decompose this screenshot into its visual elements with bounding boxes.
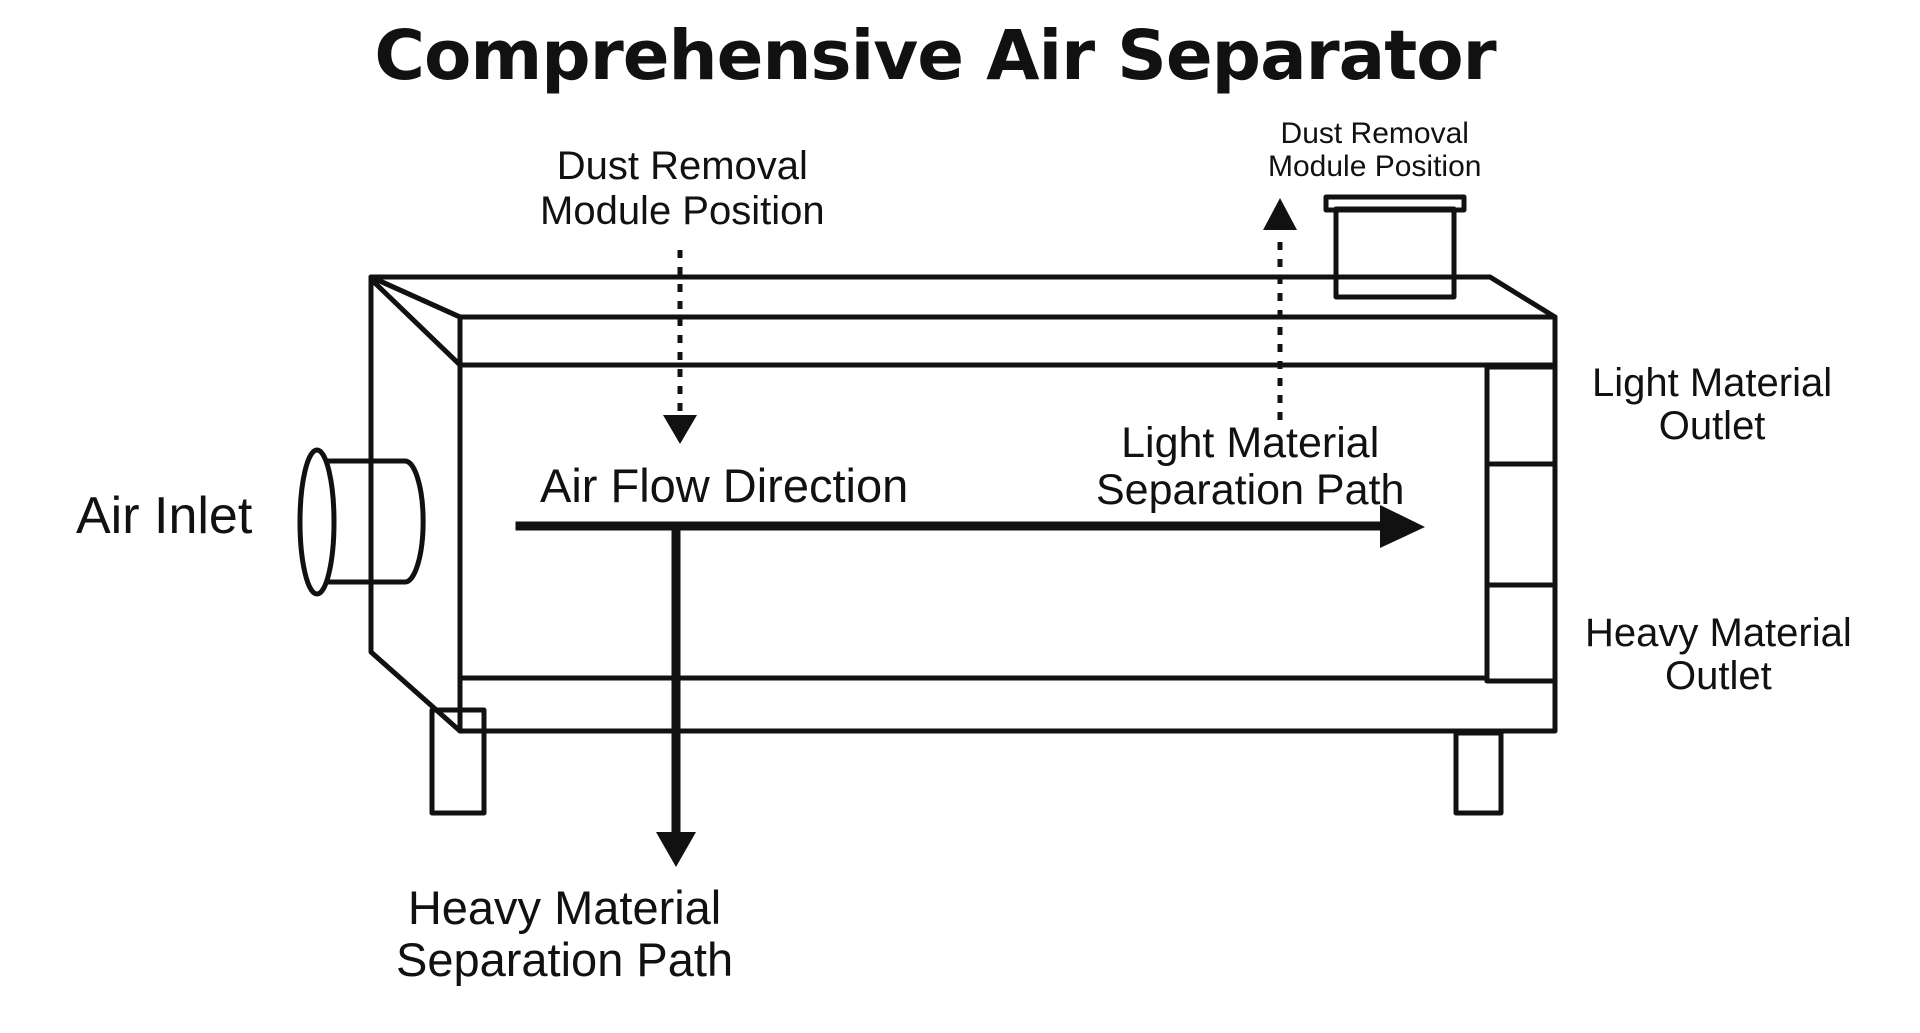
dust-removal-left-label: Dust Removal Module Position (540, 144, 825, 233)
light-material-path-label: Light Material Separation Path (1096, 419, 1405, 515)
heavy-material-path-label: Heavy Material Separation Path (396, 881, 734, 986)
air-inlet-pipe (297, 447, 426, 597)
diagram-title: Comprehensive Air Separator (374, 16, 1496, 96)
dust-module-down-arrow (663, 250, 697, 444)
dust-module-up-arrow (1263, 198, 1297, 420)
air-flow-direction-label: Air Flow Direction (540, 459, 909, 512)
heavy-material-outlet-duct (1484, 582, 1558, 684)
light-material-outlet-label: Light Material Outlet (1592, 361, 1833, 449)
heavy-material-arrow (656, 521, 696, 867)
air-flow-arrow (515, 505, 1425, 548)
light-material-outlet-duct (1484, 364, 1558, 467)
dust-removal-module (1323, 194, 1467, 300)
heavy-material-outlet-label: Heavy Material Outlet (1585, 611, 1852, 699)
support-legs (429, 707, 1504, 816)
dust-removal-right-label: Dust Removal Module Position (1268, 117, 1482, 183)
air-inlet-label: Air Inlet (76, 487, 253, 545)
